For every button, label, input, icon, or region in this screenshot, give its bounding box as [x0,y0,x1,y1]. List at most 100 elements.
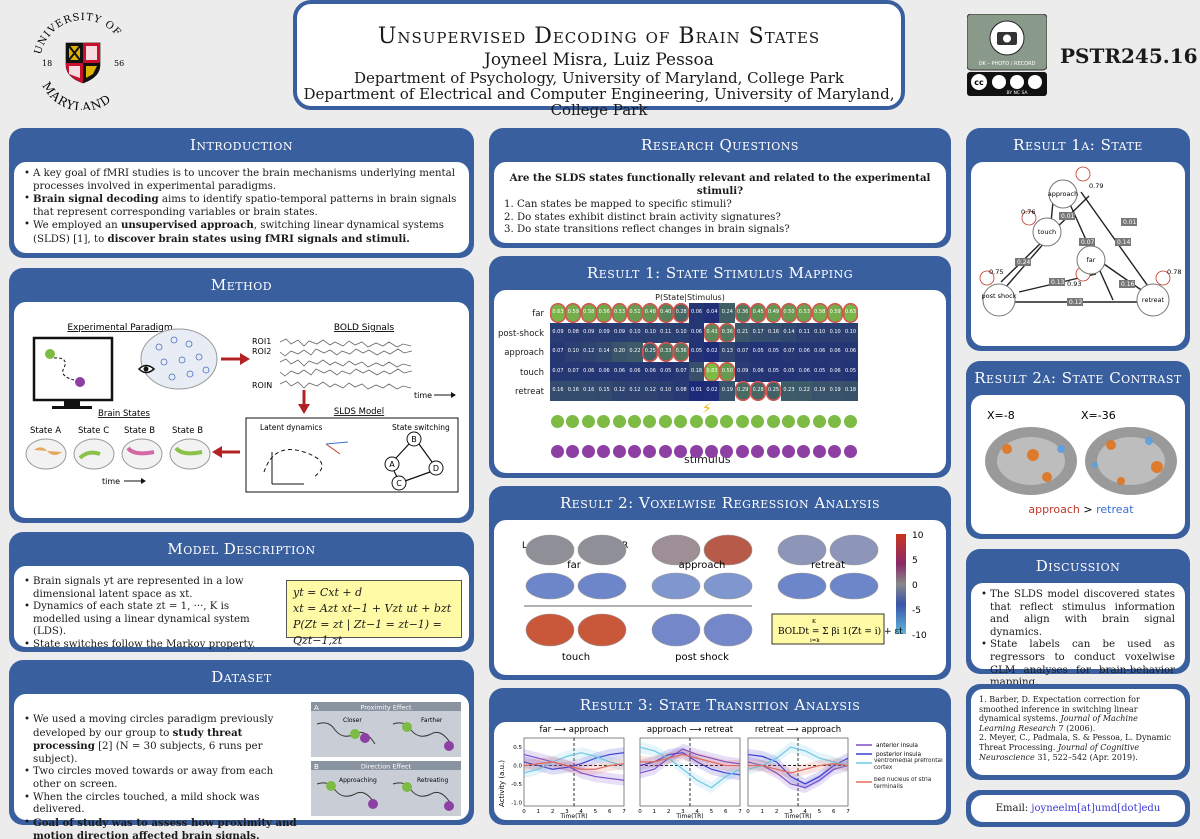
model-title: Model Description [167,540,316,558]
contrast-label: approach > retreat [1028,503,1134,516]
r3-ytick: 0.0 [513,764,522,770]
stimulus-green-icon [782,414,795,428]
r3-xlabel-2: Time(TR) [675,813,703,820]
edge-label-5: 0.24 [1017,259,1031,266]
r3-series-line [639,746,741,789]
stimulus-green-icon [597,414,611,428]
heatmap-cell: 0.09 [734,361,751,382]
discussion-bullet-1: The SLDS model discovered states that re… [981,589,1175,639]
heatmap-cell: 0.18 [842,381,859,401]
stimulus-purple-icon [566,444,580,458]
glm-sum-top: K [812,619,817,625]
cc-tags: BY NC SA [1007,90,1029,96]
r3-series-line [747,753,849,785]
heatmap-cell: 0.59 [565,303,582,323]
roi1-label: ROI1 [252,337,271,346]
edge-label-6: 0.13 [1051,279,1065,286]
discussion-panel: Discussion The SLDS model discovered sta… [966,549,1190,688]
heatmap-cell: 0.12 [611,381,628,401]
university-logo: UNIVERSITY OF MARYLAND 18 56 [28,8,138,114]
heatmap-cell: 0.10 [565,342,582,362]
heatmap-cell: 0.04 [704,303,720,323]
heatmap-cell: 0.13 [719,342,736,362]
stimulus-purple-icon [628,444,641,458]
result3-panel: Result 3: State Transition Analysis Acti… [489,688,951,825]
reference-2: 2. Meyer, C., Padmala, S. & Pessoa, L. D… [979,733,1172,762]
heatmap-cell: 0.17 [750,322,767,343]
heatmap-cell: 0.49 [765,303,782,323]
heatmap-row-label-far: far [532,309,544,319]
heatmap-cell: 0.53 [796,303,813,323]
heatmap-cell: 0.07 [550,342,566,362]
heatmap-cell: 0.16 [550,381,566,401]
discussion-bullet-2: State labels can be used as regressors t… [981,639,1175,689]
state-label-1: State A [30,426,61,436]
heatmap-row-label-retreat: retreat [515,387,544,397]
logo-bottom-text: MARYLAND [39,79,112,114]
r3-series-line [747,746,849,770]
reference-1: 1. Barber, D. Expectation correction for… [979,695,1140,733]
stimulus-purple-icon [782,444,795,458]
bold-label: BOLD Signals [334,323,395,333]
heatmap-cell: 0.19 [811,381,828,401]
poster-id: PSTR245.16 [1060,44,1198,68]
r3-xtick: 2 [667,809,671,815]
map-label-post-shock: post shock [675,652,729,663]
bold-time-label: time [414,391,432,400]
self-post-shock: 0.75 [989,268,1003,276]
heatmap-cell: 0.63 [842,303,859,323]
edge-label-3: 0.14 [1117,239,1131,246]
svg-text:cc: cc [974,78,984,87]
stimulus-purple-icon [705,444,718,458]
graph-node-post-shock: post shock [982,292,1017,300]
heatmap-cell: 0.29 [734,381,751,401]
model-panel: Model Description Brain signals yt are r… [9,532,474,652]
logo-year-2: 56 [114,59,124,68]
affiliation-2: Department of Electrical and Computer En… [303,85,895,119]
states-time-label: time [102,477,120,486]
stimulus-green-icon [689,414,703,428]
closer-label: Closer [343,717,362,724]
stimulus-green-icon [812,414,826,428]
r3-xtick: 3 [789,809,793,815]
heatmap-cell: 0.06 [580,361,597,382]
email-link[interactable]: joyneelm[at]umd[dot]edu [1031,803,1161,814]
stimulus-green-icon [735,414,749,428]
heatmap-cell: 0.06 [750,361,767,382]
result3-figure: Activity (a.u.) far ⟶ approach approach … [494,722,946,820]
question-3: 3. Do state transitions reflect changes … [504,224,790,236]
legend-vmpfc: ventromedial prefrontal cortex [874,758,943,771]
stimulus-purple-icon [812,444,826,458]
r3-xtick: 2 [775,809,779,815]
heatmap-cell: 0.05 [657,361,674,382]
heatmap-cell: 0.05 [750,342,767,362]
stimulus-purple-icon [766,444,780,458]
heatmap-cell: 0.15 [596,381,613,401]
self-far: 0.93 [1067,280,1081,288]
stimulus-green-icon [705,414,718,428]
graph-node-approach: approach [1048,190,1078,198]
svg-text:MARYLAND: MARYLAND [39,79,113,110]
heatmap-cell: 0.33 [657,342,674,362]
cbar-tick-0: 0 [912,581,918,591]
email-label: Email: [995,803,1032,814]
self-approach: 0.79 [1089,182,1103,190]
r3-series-line [640,753,740,767]
stimulus-green-icon [828,414,842,428]
r3-xtick: 5 [818,809,822,815]
r3-series-line [523,752,625,770]
heatmap-cell: 0.20 [611,342,628,362]
heatmap-cell: 0.21 [734,322,751,343]
heatmap-cell: 0.50 [719,361,736,382]
result2a-title: Result 2a: State Contrast [974,369,1182,387]
heatmap-cell: 0.50 [781,303,797,323]
r3-plot1-title: far ⟶ approach [539,725,608,735]
heatmap-cell: 0.06 [596,361,613,382]
cbar-tick-neg10: -10 [912,631,927,641]
heatmap-cell: 0.51 [627,303,643,323]
node-d: D [433,464,439,473]
heatmap-cell: 0.09 [596,322,613,343]
heatmap-cell: 0.40 [657,303,674,323]
result1a-title: Result 1a: State Transitions [1013,136,1143,188]
